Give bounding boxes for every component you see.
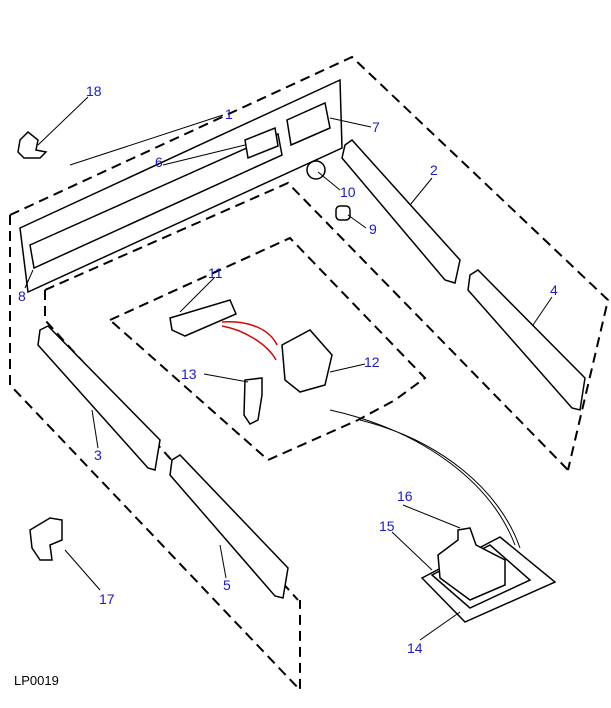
- callout-14: 14: [407, 640, 423, 656]
- clip-17: [29, 517, 63, 561]
- panel-2: [341, 139, 461, 284]
- gaiter-16: [437, 527, 506, 601]
- cable: [329, 409, 521, 549]
- switch-11: [169, 299, 237, 337]
- diagram-code: LP0019: [14, 673, 59, 688]
- leader-lines: [24, 96, 553, 641]
- socket-12: [281, 329, 333, 393]
- switch-opening: [244, 126, 279, 160]
- callout-3: 3: [94, 447, 102, 463]
- lighter-13: [243, 377, 263, 425]
- grommet-10: [306, 160, 326, 180]
- callout-9: 9: [369, 221, 377, 237]
- inner-tray-outline: [108, 236, 427, 462]
- panel-3: [37, 325, 161, 471]
- callout-8: 8: [18, 288, 26, 304]
- callout-12: 12: [364, 354, 380, 370]
- callout-1: 1: [225, 106, 233, 122]
- callout-11: 11: [208, 265, 223, 281]
- callout-7: 7: [372, 119, 380, 135]
- panel-5: [169, 454, 289, 599]
- callout-5: 5: [223, 577, 231, 593]
- callout-15: 15: [379, 518, 395, 534]
- wire: [221, 321, 278, 361]
- callout-10: 10: [340, 184, 356, 200]
- callout-18: 18: [86, 83, 102, 99]
- callout-2: 2: [430, 162, 438, 178]
- clip-18: [17, 130, 48, 159]
- callout-4: 4: [550, 282, 558, 298]
- callout-16: 16: [397, 488, 413, 504]
- trim-6: [29, 132, 283, 270]
- console-outline: [9, 55, 610, 693]
- callout-6: 6: [155, 154, 163, 170]
- callout-17: 17: [99, 591, 115, 607]
- trim-7: [286, 101, 331, 147]
- callout-13: 13: [181, 366, 197, 382]
- panel-4: [467, 269, 586, 411]
- bush-9: [335, 205, 351, 221]
